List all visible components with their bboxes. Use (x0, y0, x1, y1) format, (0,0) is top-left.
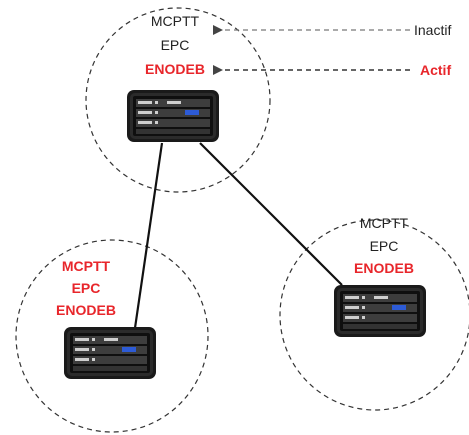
node-top-label-mcptt: MCPTT (151, 13, 200, 29)
legend-active-label: Actif (420, 62, 451, 78)
node-right-label-mcptt: MCPTT (360, 215, 409, 231)
node-left-label-enodeb: ENODEB (56, 302, 116, 318)
node-left-label-mcptt: MCPTT (62, 258, 111, 274)
enodeb-device-icon (334, 285, 426, 337)
node-right-label-epc: EPC (370, 238, 399, 254)
node-boundary-left (15, 239, 209, 433)
node-top-label-epc: EPC (161, 37, 190, 53)
node-top-label-enodeb: ENODEB (145, 61, 205, 77)
node-right-label-enodeb: ENODEB (354, 260, 414, 276)
enodeb-device-icon (64, 327, 156, 379)
node-left-labels: MCPTT EPC ENODEB (56, 258, 116, 318)
node-right-labels: MCPTT EPC ENODEB (354, 215, 414, 276)
node-left-label-epc: EPC (72, 280, 101, 296)
node-top-labels: MCPTT EPC ENODEB (145, 13, 205, 77)
node-boundary-top (85, 7, 271, 193)
link-top-left (133, 142, 164, 329)
legend-inactive-label: Inactif (414, 22, 451, 38)
node-boundary-right (279, 219, 469, 411)
link-top-right (199, 142, 343, 286)
enodeb-device-icon (127, 90, 219, 142)
